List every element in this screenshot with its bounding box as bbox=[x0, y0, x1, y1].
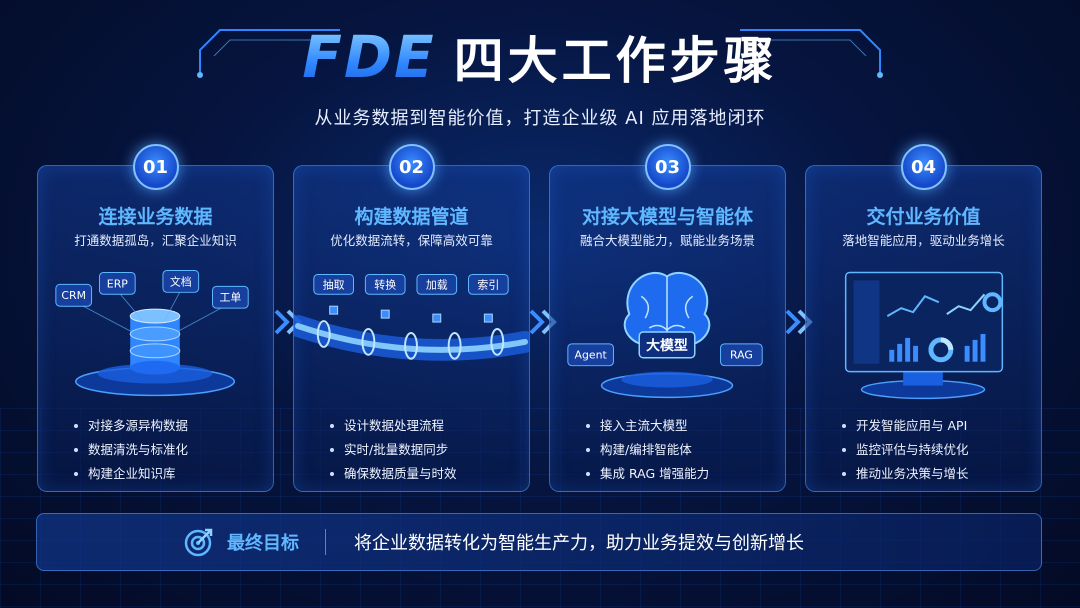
database-illustration: CRM ERP 文档 工单 bbox=[55, 270, 249, 397]
step-title: 构建数据管道 bbox=[354, 206, 469, 228]
step-card-4: 04 交付业务价值 落地智能应用，驱动业务增长 开发智能应用与 API 监控评估… bbox=[805, 144, 1042, 492]
source-tag-document: 文档 bbox=[162, 270, 200, 293]
step-bullet-list: 设计数据处理流程 实时/批量数据同步 确保数据质量与时效 bbox=[330, 414, 457, 486]
source-tag-crm: CRM bbox=[55, 283, 93, 307]
page-header: FDE 四大工作步骤 bbox=[0, 22, 1080, 92]
step-card-3: 03 对接大模型与智能体 融合大模型能力，赋能业务场景 Agent 大模型 RA… bbox=[549, 144, 786, 492]
tag-label: 文档 bbox=[170, 274, 192, 288]
step-card-1: 01 连接业务数据 打通数据孤岛，汇聚企业知识 CRM ERP 文档 bbox=[37, 144, 274, 492]
page-subtitle: 从业务数据到智能价值，打造企业级 AI 应用落地闭环 bbox=[314, 108, 766, 129]
bullet-item: 实时/批量数据同步 bbox=[330, 438, 457, 462]
bullet-item: 监控评估与持续优化 bbox=[842, 438, 969, 462]
tag-label: CRM bbox=[61, 289, 86, 302]
tag-label: 大模型 bbox=[646, 337, 688, 354]
bullet-item: 开发智能应用与 API bbox=[842, 414, 969, 438]
bullet-item: 对接多源异构数据 bbox=[74, 414, 188, 438]
title-main: 四大工作步骤 bbox=[453, 32, 778, 90]
step-subtitle: 融合大模型能力，赋能业务场景 bbox=[579, 233, 755, 248]
tag-label: Agent bbox=[575, 349, 608, 362]
title-fde: FDE bbox=[302, 23, 436, 91]
bullet-item: 构建企业知识库 bbox=[74, 462, 188, 486]
pipeline-tag-transform: 转换 bbox=[364, 273, 406, 295]
bullet-item: 设计数据处理流程 bbox=[330, 414, 457, 438]
tag-label: 转换 bbox=[374, 277, 396, 291]
final-goal-banner: 最终目标 将企业数据转化为智能生产力，助力业务提效与创新增长 bbox=[36, 513, 1042, 571]
bullet-item: 集成 RAG 增强能力 bbox=[586, 462, 709, 486]
bullet-item: 推动业务决策与增长 bbox=[842, 462, 969, 486]
step-subtitle: 打通数据孤岛，汇聚企业知识 bbox=[74, 233, 237, 248]
step-title: 连接业务数据 bbox=[98, 206, 213, 228]
pipeline-tag-load: 加载 bbox=[416, 273, 458, 295]
tag-label: 工单 bbox=[219, 291, 241, 304]
pipeline-tag-index: 索引 bbox=[468, 273, 509, 295]
brain-model-illustration: Agent 大模型 RAG bbox=[567, 271, 763, 399]
tag-label: ERP bbox=[107, 277, 128, 290]
goal-text: 将企业数据转化为智能生产力，助力业务提效与创新增长 bbox=[354, 533, 804, 554]
step-number-badge: 02 bbox=[388, 144, 435, 190]
step-card-2: 02 构建数据管道 优化数据流转，保障高效可靠 抽取 转换 加载 索引 bbox=[293, 144, 530, 492]
step-title: 对接大模型与智能体 bbox=[581, 206, 753, 228]
step-bullet-list: 对接多源异构数据 数据清洗与标准化 构建企业知识库 bbox=[74, 414, 188, 486]
pipeline-tag-extract: 抽取 bbox=[313, 273, 354, 295]
step-subtitle: 优化数据流转，保障高效可靠 bbox=[330, 233, 493, 248]
tag-label: 抽取 bbox=[323, 277, 345, 291]
source-tag-ticket: 工单 bbox=[212, 285, 249, 309]
goal-label: 最终目标 bbox=[227, 533, 299, 554]
model-tag-llm: 大模型 bbox=[638, 331, 696, 359]
goal-divider bbox=[325, 529, 326, 555]
dashboard-illustration bbox=[844, 271, 1004, 400]
title-decoration-left bbox=[197, 29, 340, 78]
step-number-badge: 04 bbox=[900, 144, 947, 190]
target-icon bbox=[184, 528, 213, 557]
model-tag-rag: RAG bbox=[720, 343, 763, 367]
step-number-badge: 03 bbox=[644, 144, 691, 190]
model-tag-agent: Agent bbox=[567, 343, 614, 367]
step-bullet-list: 开发智能应用与 API 监控评估与持续优化 推动业务决策与增长 bbox=[842, 414, 969, 486]
bullet-item: 构建/编排智能体 bbox=[586, 438, 709, 462]
step-title: 交付业务价值 bbox=[866, 206, 981, 228]
step-subtitle: 落地智能应用，驱动业务增长 bbox=[842, 233, 1005, 248]
tag-label: 加载 bbox=[426, 278, 448, 291]
source-tag-erp: ERP bbox=[98, 271, 136, 295]
bullet-item: 数据清洗与标准化 bbox=[74, 438, 188, 462]
step-number-badge: 01 bbox=[132, 144, 179, 190]
title-decoration-right bbox=[740, 29, 883, 78]
tag-label: RAG bbox=[730, 349, 753, 362]
tag-label: 索引 bbox=[477, 277, 499, 291]
page-title: FDE 四大工作步骤 bbox=[302, 21, 777, 93]
pipeline-illustration: 抽取 转换 加载 索引 bbox=[294, 273, 529, 361]
bullet-item: 接入主流大模型 bbox=[586, 414, 709, 438]
step-bullet-list: 接入主流大模型 构建/编排智能体 集成 RAG 增强能力 bbox=[586, 414, 709, 486]
bullet-item: 确保数据质量与时效 bbox=[330, 462, 457, 486]
